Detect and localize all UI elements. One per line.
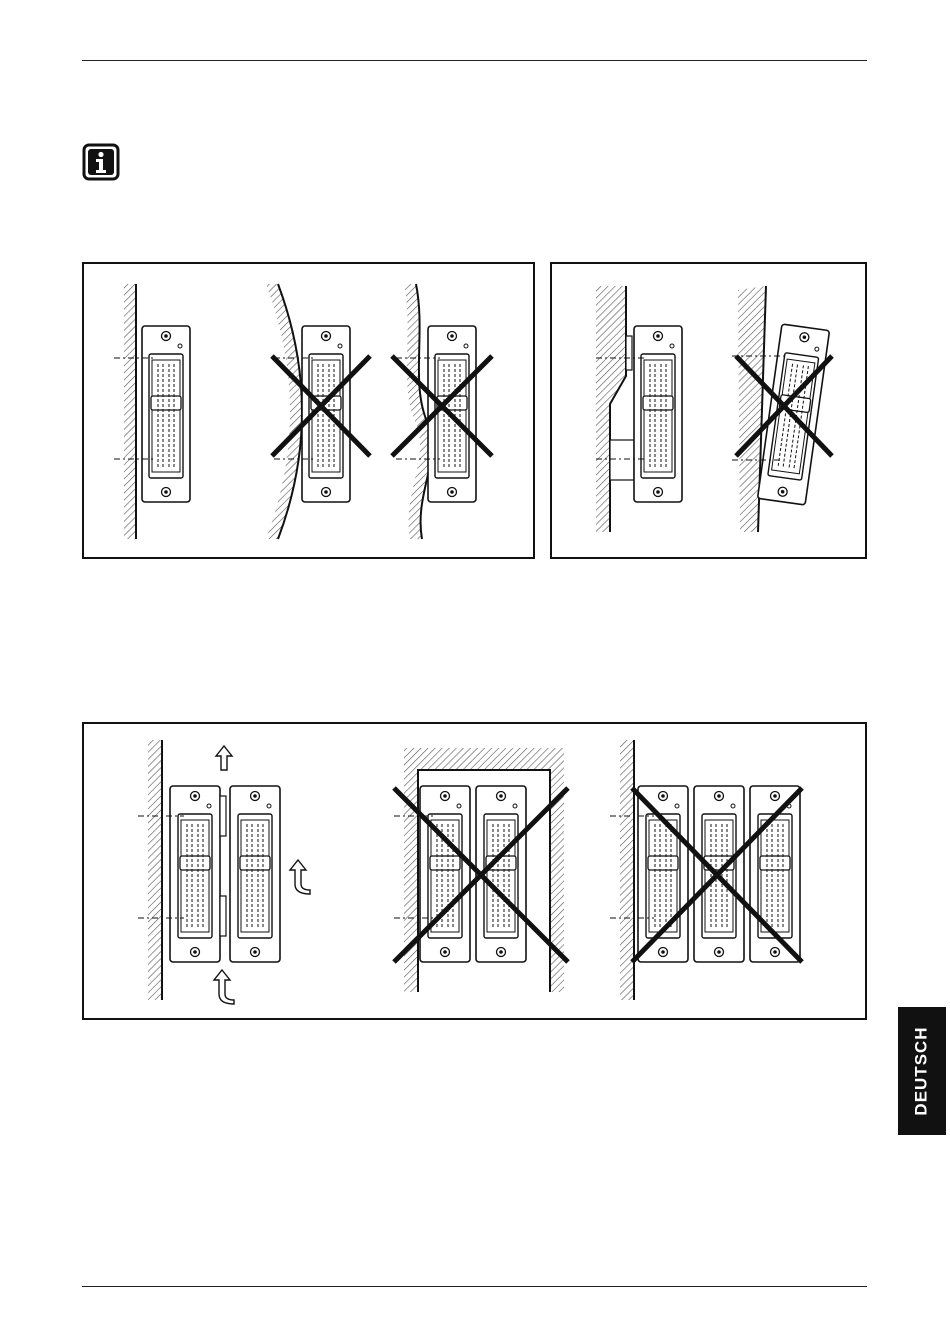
tilted-wrong <box>732 286 832 532</box>
enclosed-wrong <box>394 748 568 992</box>
footer-rule <box>82 1286 867 1287</box>
language-label: DEUTSCH <box>912 1026 932 1115</box>
stepped-wall-correct <box>596 286 682 532</box>
mounting-figure-surface <box>82 262 535 559</box>
convex-wall-wrong <box>266 284 370 539</box>
language-tab: DEUTSCH <box>898 1007 946 1135</box>
flat-wall-correct <box>114 284 190 539</box>
info-icon <box>82 143 120 181</box>
mounting-figure-spacer <box>550 262 867 559</box>
airflow-correct <box>138 740 310 1004</box>
wavy-wall-wrong <box>392 284 492 539</box>
header-rule <box>82 60 867 61</box>
three-units-wrong <box>610 740 802 1000</box>
mounting-figure-spacing <box>82 722 867 1020</box>
